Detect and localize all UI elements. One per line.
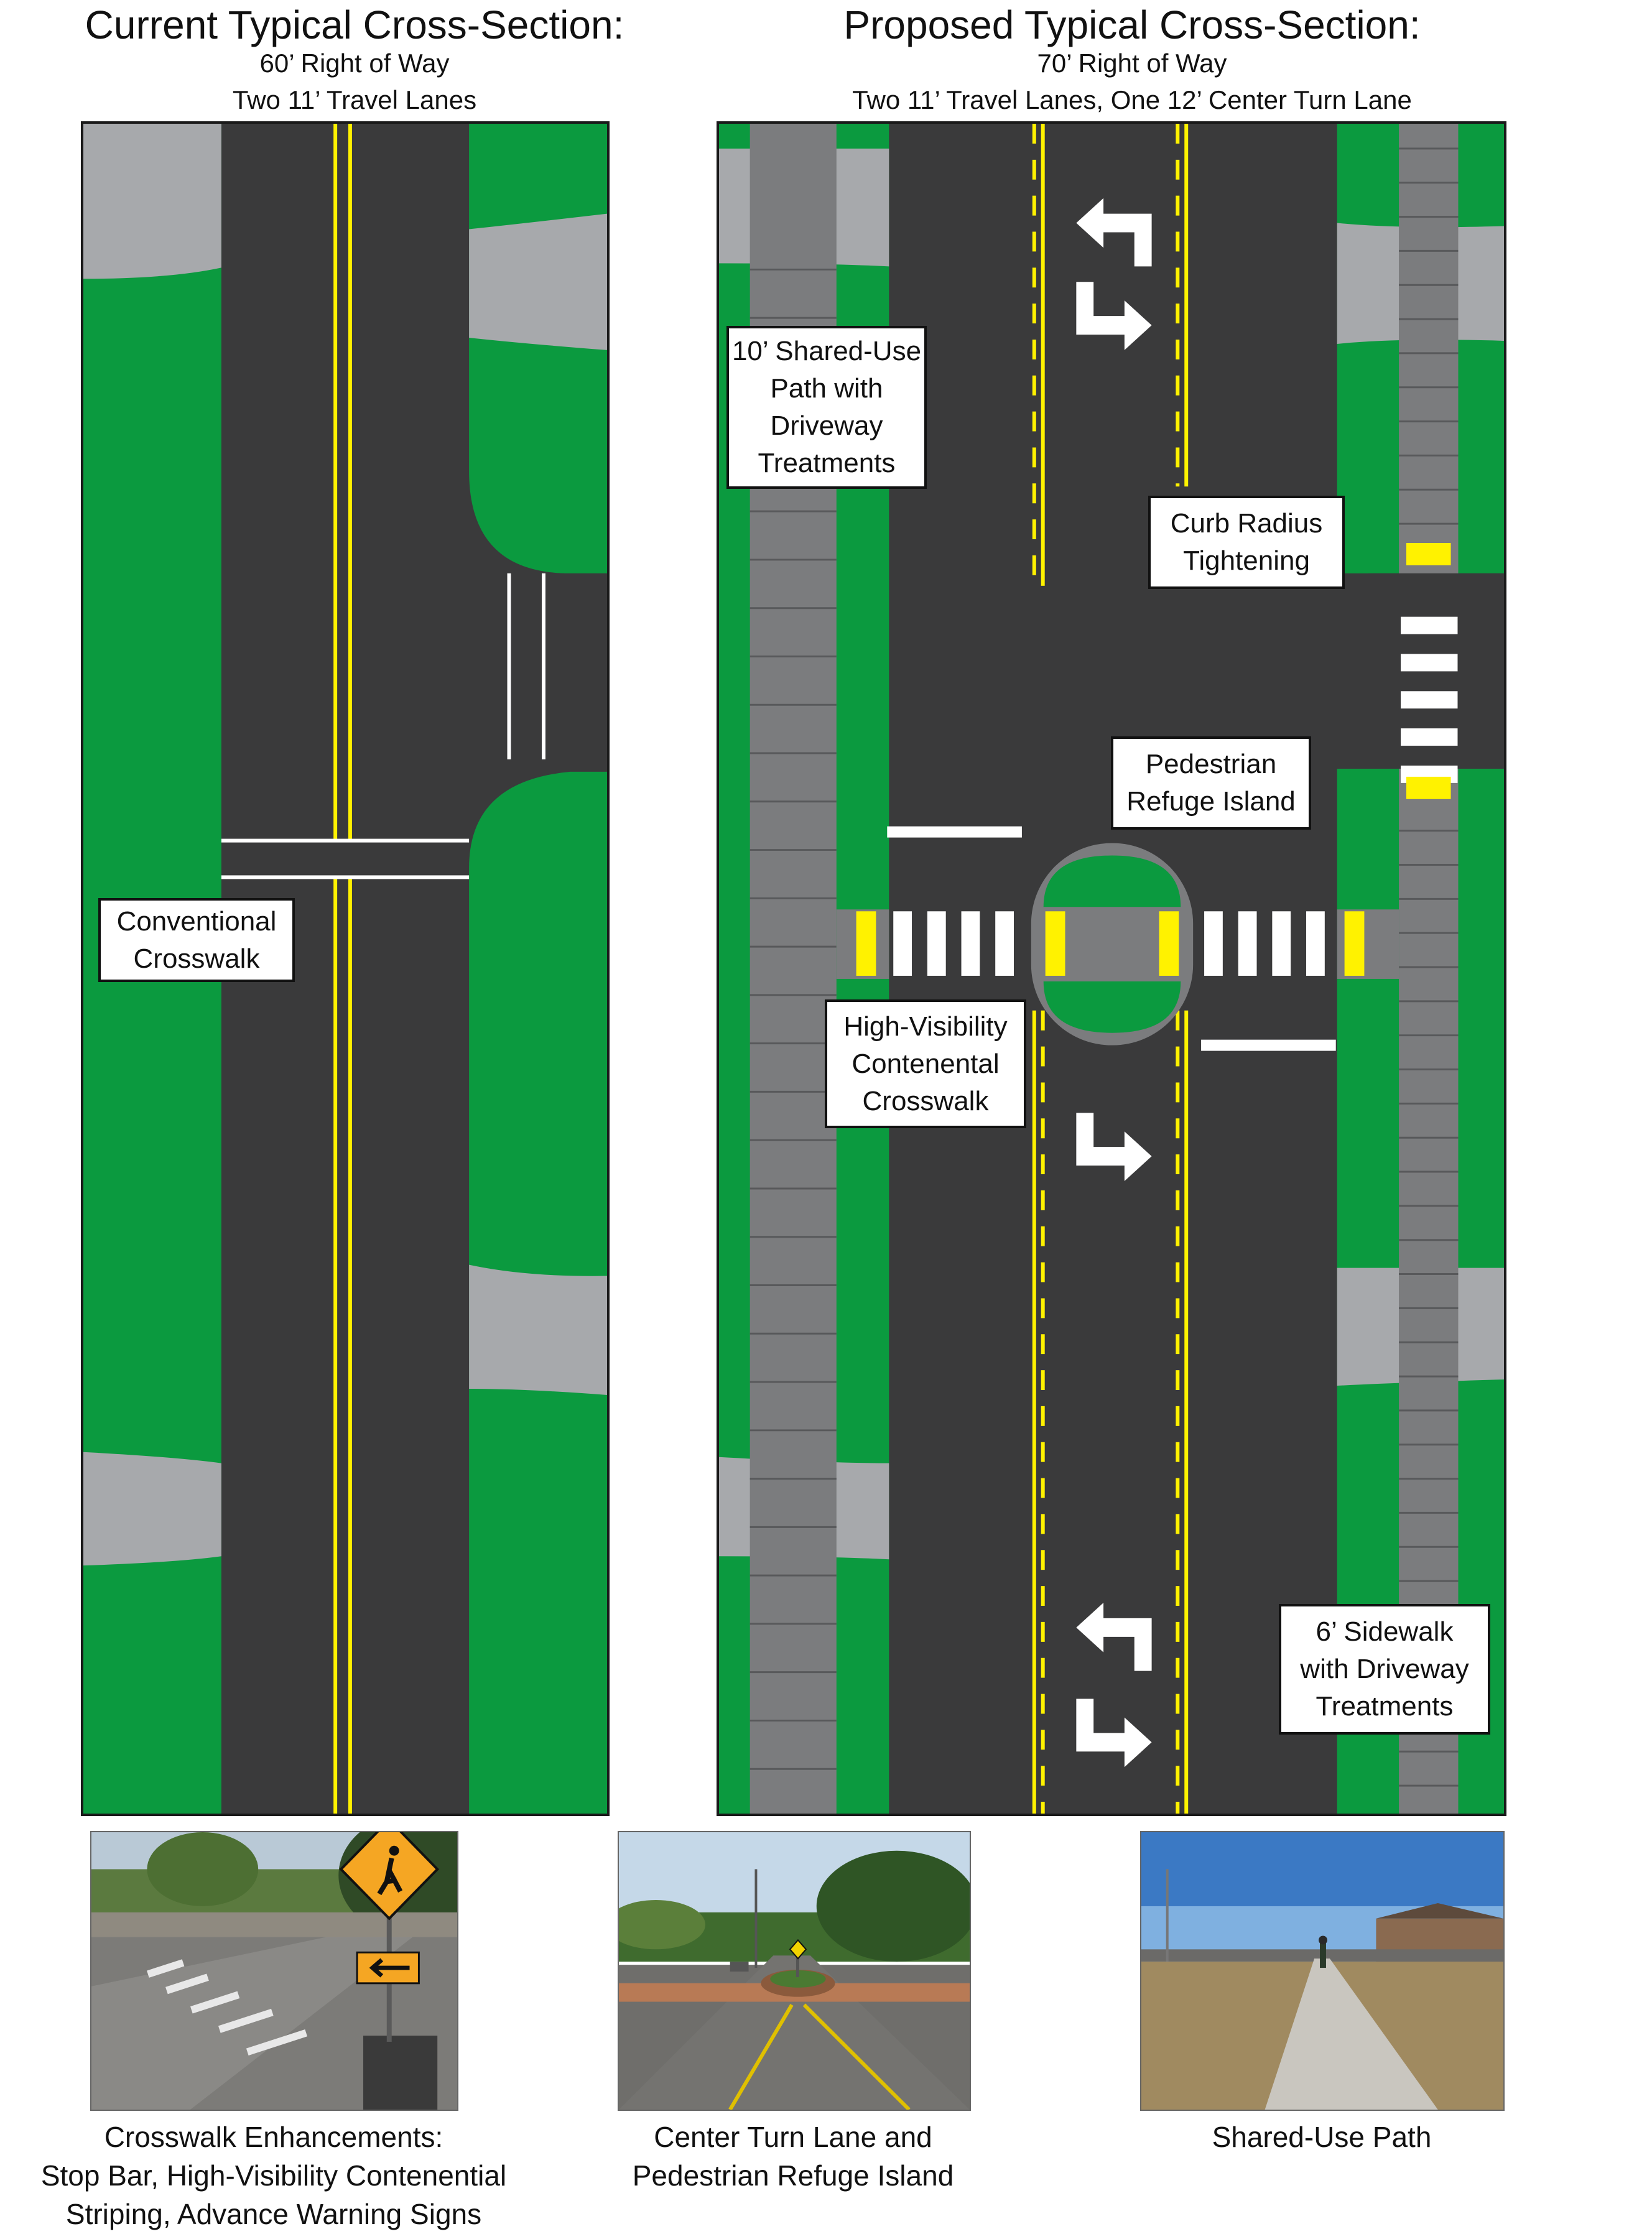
current-travel-lanes: Two 11’ Travel Lanes <box>232 85 477 114</box>
high-visibility-crosswalk <box>856 911 1365 976</box>
label-pedestrian-refuge-island: Pedestrian Refuge Island <box>1111 736 1311 830</box>
photo-shared-use-path <box>1140 1831 1505 2111</box>
current-right-of-way: 60’ Right of Way <box>259 49 450 78</box>
proposed-travel-lanes: Two 11’ Travel Lanes, One 12’ Center Tur… <box>852 85 1412 114</box>
proposed-section-title: Proposed Typical Cross-Section: <box>843 2 1421 47</box>
center-turn-lane-markings <box>1032 124 1189 1814</box>
label-sidewalk-with-driveway-treatments: 6’ Sidewalk with Driveway Treatments <box>1279 1604 1490 1735</box>
photo-crosswalk-enhancements <box>90 1831 458 2111</box>
current-cross-section-diagram: Conventional Crosswalk <box>81 121 610 1816</box>
diamond-warning-sign-icon <box>789 1939 807 1977</box>
photo-center-turn-lane-refuge-island <box>618 1831 971 2111</box>
sidewalk-6ft <box>1399 124 1459 1814</box>
proposed-cross-section-diagram: 10’ Shared-Use Path with Driveway Treatm… <box>717 121 1506 1816</box>
right-grass-verge <box>469 124 607 1814</box>
label-curb-radius-tightening: Curb Radius Tightening <box>1148 496 1345 589</box>
conventional-crosswalk-markings <box>221 573 545 879</box>
label-shared-use-path: 10’ Shared-Use Path with Driveway Treatm… <box>726 326 927 489</box>
caption-center-turn-lane: Center Turn Lane and Pedestrian Refuge I… <box>632 2121 954 2192</box>
caption-shared-use-path: Shared-Use Path <box>1212 2121 1432 2153</box>
double-yellow-centerline <box>333 124 352 1814</box>
left-driveway <box>83 124 221 1566</box>
pedestrian-refuge-island <box>1031 843 1194 1045</box>
right-turn-arrow-icon <box>1076 282 1152 1768</box>
label-high-visibility-crosswalk: High-Visibility Contenental Crosswalk <box>825 999 1026 1128</box>
proposed-right-of-way: 70’ Right of Way <box>1037 49 1227 78</box>
stop-bars <box>887 826 1336 1051</box>
label-conventional-crosswalk: Conventional Crosswalk <box>98 898 295 982</box>
curb-radius-corners <box>1337 557 1375 573</box>
tactile-warning-pads <box>856 911 1365 976</box>
right-driveway <box>469 213 607 1395</box>
caption-crosswalk-enhancements: Crosswalk Enhancements: Stop Bar, High-V… <box>40 2121 507 2230</box>
current-section-title: Current Typical Cross-Section: <box>85 2 624 47</box>
pedestrian-crossing-warning-sign-icon <box>356 1951 420 1985</box>
side-street-crosswalk <box>1401 543 1458 799</box>
left-turn-arrow-icon <box>1076 198 1152 1671</box>
pedestrian-crossing-sign-icon <box>339 1832 439 2042</box>
